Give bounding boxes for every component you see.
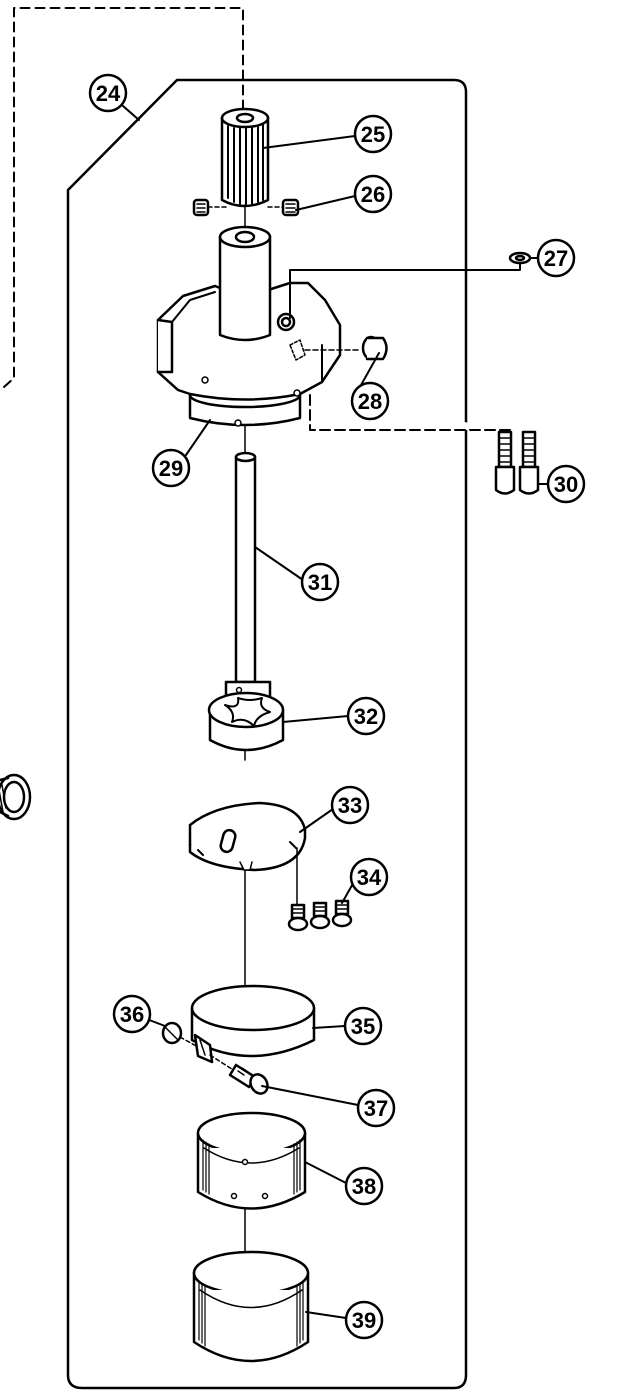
svg-text:25: 25: [361, 122, 385, 147]
svg-text:38: 38: [352, 1174, 376, 1199]
part-31-shaft: [224, 451, 272, 730]
svg-text:27: 27: [544, 246, 568, 271]
part-29-housing: [156, 281, 342, 427]
svg-text:34: 34: [357, 865, 382, 890]
part-38-ring: [196, 1111, 307, 1210]
svg-text:35: 35: [351, 1014, 375, 1039]
svg-text:28: 28: [358, 389, 382, 414]
callout-26: 26: [353, 174, 393, 214]
svg-text:32: 32: [354, 704, 378, 729]
svg-text:39: 39: [352, 1308, 376, 1333]
svg-text:26: 26: [361, 182, 385, 207]
part-30-screws: [309, 394, 540, 495]
callout-33: 33: [330, 785, 370, 825]
part-36-nut: [161, 1021, 199, 1048]
callout-36: 36: [112, 994, 152, 1034]
part-housing-shaft: [218, 225, 272, 342]
part-39-ring: [192, 1250, 310, 1363]
callout-31: 31: [300, 562, 340, 602]
callout-32: 32: [346, 696, 386, 736]
part-27-washer: [289, 251, 532, 319]
partial-bolt-left: [0, 773, 32, 821]
callout-27: 27: [536, 238, 576, 278]
part-32-rotor: [207, 691, 285, 752]
callout-29: 29: [151, 448, 191, 488]
part-28-knob: [289, 335, 388, 361]
part-34-screws: [287, 847, 353, 932]
leader-lines: [122, 105, 549, 1319]
svg-text:30: 30: [554, 472, 578, 497]
callout-25: 25: [353, 114, 393, 154]
callout-38: 38: [344, 1166, 384, 1206]
dashed-link-line: [3, 7, 244, 388]
part-35-clamp-band: [190, 984, 316, 1064]
part-26-set-screws: [192, 198, 300, 217]
callout-37: 37: [356, 1088, 396, 1128]
callout-24: 24: [88, 73, 128, 113]
svg-text:29: 29: [159, 456, 183, 481]
assembly-frame: [66, 78, 468, 1390]
callout-28: 28: [350, 381, 390, 421]
part-37-screw: [209, 1054, 269, 1095]
callout-39: 39: [344, 1300, 384, 1340]
callout-30: 30: [546, 464, 586, 504]
svg-text:31: 31: [308, 570, 332, 595]
part-33-plate: [188, 801, 307, 872]
svg-text:24: 24: [96, 81, 121, 106]
part-25-gear: [220, 107, 270, 208]
callout-34: 34: [349, 857, 389, 897]
callout-35: 35: [343, 1006, 383, 1046]
svg-text:37: 37: [364, 1096, 388, 1121]
svg-text:36: 36: [120, 1002, 144, 1027]
svg-text:33: 33: [338, 793, 362, 818]
